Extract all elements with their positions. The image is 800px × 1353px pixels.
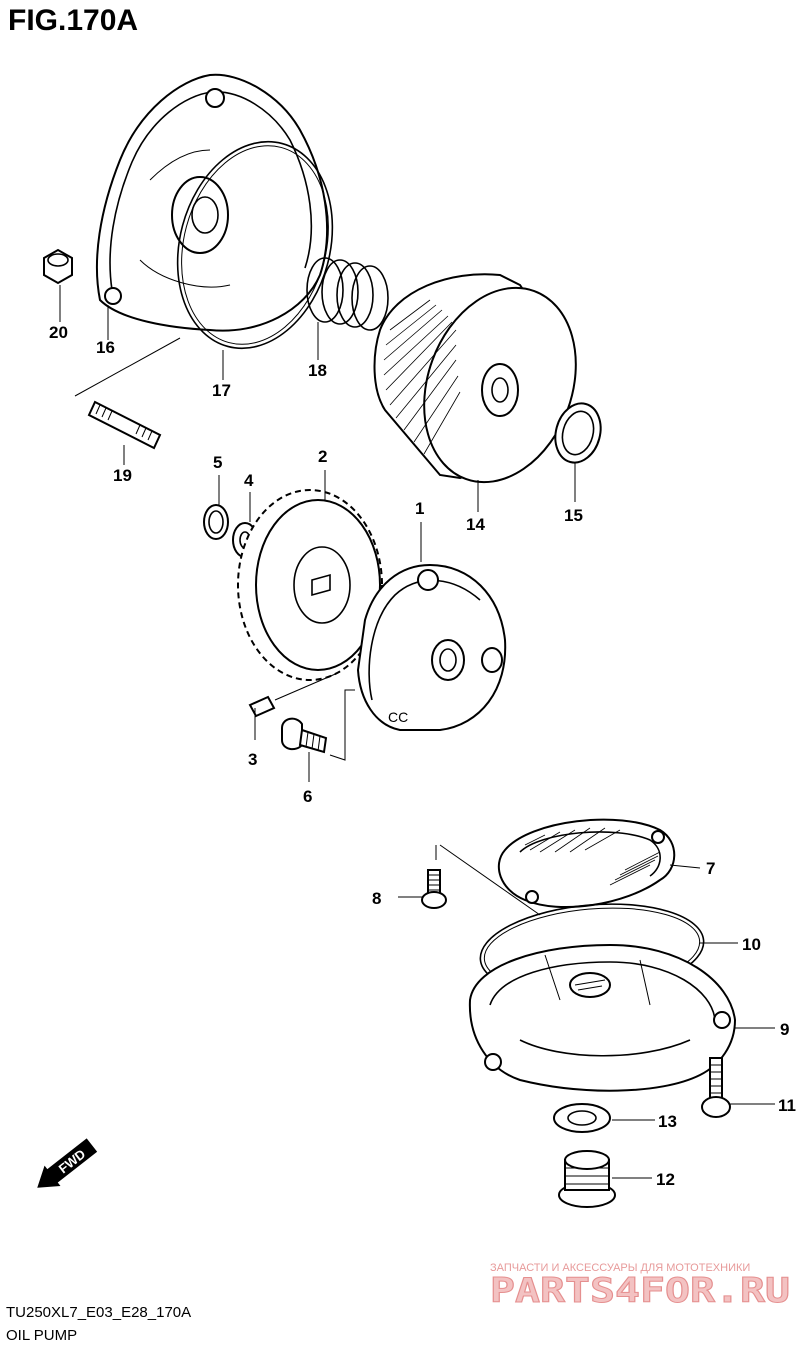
callout-11: 11 [778, 1096, 796, 1115]
callout-6: 6 [303, 787, 312, 806]
leader-lines [59, 285, 775, 1179]
part-2-gear [237, 489, 383, 681]
callout-18: 18 [308, 361, 327, 380]
fwd-arrow-icon: FWD [37, 1138, 98, 1188]
callout-1: 1 [415, 499, 424, 518]
part-5-circlip [203, 504, 229, 540]
part-19-stud [87, 400, 162, 450]
callout-numbers: 1 2 3 4 5 6 7 8 9 10 11 12 13 14 15 16 1… [49, 323, 796, 1189]
part-12-drain-plug [558, 1150, 616, 1208]
callout-10: 10 [742, 935, 761, 954]
part-13-washer [553, 1103, 611, 1133]
callout-2: 2 [318, 447, 327, 466]
callout-20: 20 [49, 323, 68, 342]
part-6-bolt [281, 717, 328, 754]
part-20-nut [43, 248, 73, 285]
part-1-pump-body: CC [356, 563, 507, 731]
watermark-tagline: ЗАПЧАСТИ И АКСЕССУАРЫ ДЛЯ МОТОТЕХНИКИ [490, 1262, 750, 1274]
callout-17: 17 [212, 381, 231, 400]
part-15-o-ring [554, 402, 602, 464]
callout-15: 15 [564, 506, 583, 525]
callout-7: 7 [706, 859, 715, 878]
part-16-cover [95, 73, 329, 332]
svg-text:CC: CC [388, 709, 408, 725]
part-18-spring [306, 257, 389, 331]
callout-16: 16 [96, 338, 115, 357]
callout-3: 3 [248, 750, 257, 769]
callout-5: 5 [213, 453, 222, 472]
figure-code: TU250XL7_E03_E28_170A [6, 1304, 191, 1321]
figure-title: FIG.170A [8, 4, 138, 37]
callout-9: 9 [780, 1020, 789, 1039]
callout-13: 13 [658, 1112, 677, 1131]
part-8-screw [421, 869, 447, 909]
part-14-oil-filter [373, 273, 577, 484]
callout-8: 8 [372, 889, 381, 908]
part-3-pin [248, 695, 276, 718]
part-7-strainer [497, 818, 676, 909]
callout-12: 12 [656, 1170, 675, 1189]
watermark-brand: PARTS4FOR.RU [490, 1271, 790, 1311]
callout-4: 4 [244, 471, 254, 490]
callout-14: 14 [466, 515, 485, 534]
part-11-bolt [701, 1057, 731, 1118]
part-9-cover [468, 943, 737, 1092]
watermark: ЗАПЧАСТИ И АКСЕССУАРЫ ДЛЯ МОТОТЕХНИКИ PA… [490, 1262, 791, 1312]
callout-19: 19 [113, 466, 132, 485]
figure-name: OIL PUMP [6, 1327, 77, 1344]
part-17-o-ring [176, 140, 334, 350]
